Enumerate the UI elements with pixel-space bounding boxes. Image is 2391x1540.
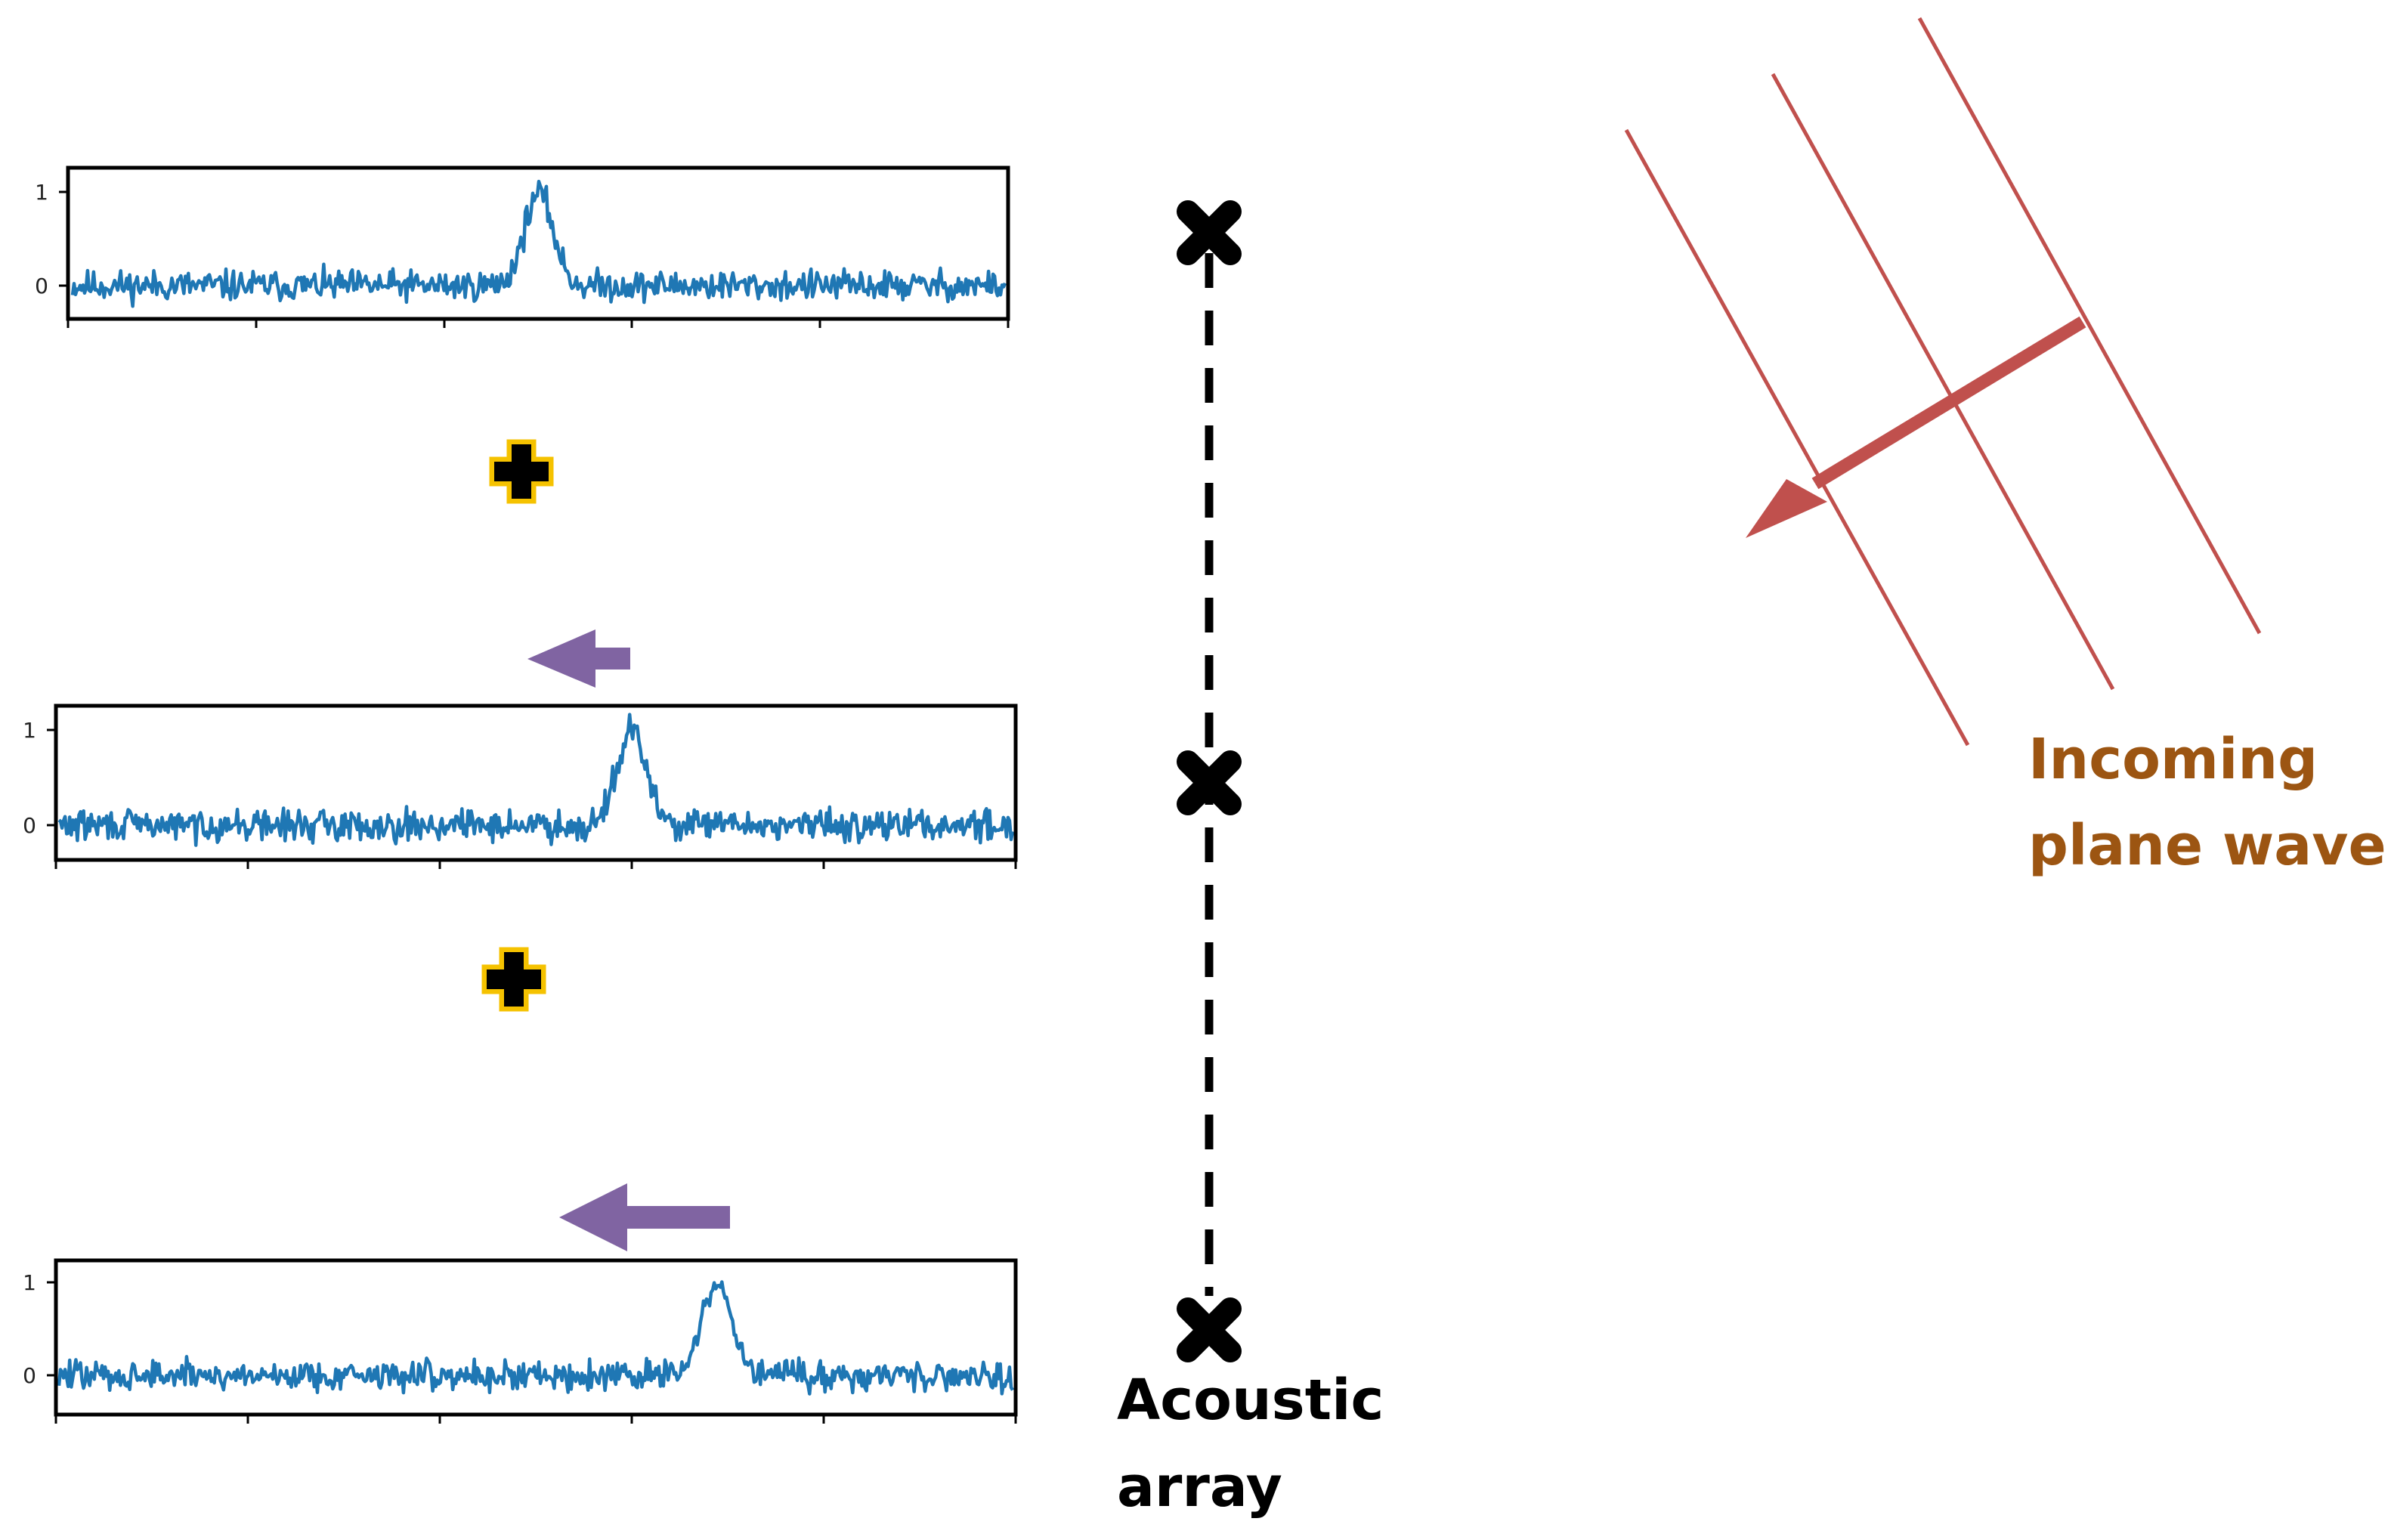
signal-trace	[57, 1280, 1014, 1396]
down-left-arrow-icon	[1746, 479, 1827, 538]
wavefront-line	[1624, 128, 1970, 747]
x-ticks	[54, 1415, 1017, 1424]
y-tick-label-0: 0	[23, 1363, 36, 1388]
y-tick-label-1: 1	[23, 1270, 36, 1295]
y-tick-label-1: 1	[35, 180, 48, 205]
wave-label-line1: Incoming	[2028, 727, 2318, 792]
wavefront-line	[1771, 73, 2115, 691]
x-mark-icon	[1177, 1297, 1242, 1362]
plot-frame	[54, 704, 1018, 862]
signal-trace	[57, 713, 1015, 847]
plot-frame	[66, 165, 1010, 321]
y-tick-label-0: 0	[35, 274, 48, 298]
plus-icon	[481, 947, 546, 1012]
signal-plot-bottom: 1 0	[23, 1258, 1018, 1424]
array-label-line2: array	[1117, 1455, 1282, 1520]
left-arrow-icon	[527, 629, 630, 688]
signal-plot-middle: 1 0	[23, 704, 1018, 869]
plus-icon	[489, 439, 554, 504]
y-ticks	[47, 728, 56, 827]
propagation-arrow-shaft	[1811, 316, 2086, 490]
wavefront-line	[1917, 17, 2262, 635]
y-ticks	[59, 190, 68, 287]
signal-plot-top: 1 0	[35, 165, 1010, 328]
plot-frame	[54, 1258, 1018, 1417]
array-label-line1: Acoustic	[1117, 1368, 1384, 1433]
x-ticks	[67, 319, 1010, 328]
signal-trace	[70, 179, 1007, 308]
left-arrow-icon	[559, 1183, 730, 1251]
wavefronts	[1624, 17, 2262, 747]
x-mark-icon	[1177, 200, 1242, 265]
x-ticks	[54, 860, 1017, 869]
y-tick-label-0: 0	[23, 813, 36, 838]
y-tick-label-1: 1	[23, 718, 36, 743]
y-ticks	[47, 1281, 56, 1377]
x-mark-icon	[1177, 750, 1242, 815]
wave-label-line2: plane wave	[2028, 813, 2386, 878]
